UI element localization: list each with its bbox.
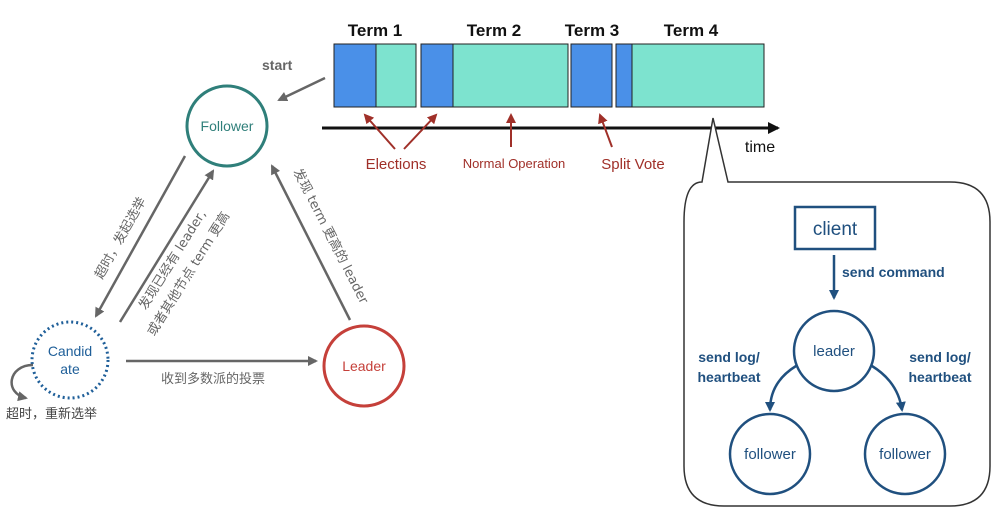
panel-follower-right-node [863, 412, 947, 496]
edge-majority-votes-label: 收到多数派的投票 [161, 371, 265, 387]
candidate-label-line2: ate [60, 361, 80, 377]
client-box [793, 205, 877, 251]
send-command-label: send command [842, 264, 945, 280]
send-log-left-line1: send log/ [698, 349, 760, 365]
term-2-label: Term 2 [467, 21, 522, 40]
edge-leader-to-follower [270, 164, 352, 321]
term-4-label: Term 4 [664, 21, 719, 40]
edge-timeout-start-election-label: 超时，发起选举 [91, 194, 149, 281]
panel-follower-left-label: follower [744, 446, 796, 463]
normal-operation-label: Normal Operation [463, 156, 566, 171]
send-log-left-line2: heartbeat [697, 369, 760, 385]
edge-higher-term-label: 发现 term 更高的 leader [290, 166, 372, 307]
start-arrow [277, 76, 326, 102]
panel-leader-label: leader [813, 343, 855, 360]
term-1-label: Term 1 [348, 21, 403, 40]
send-log-right-line2: heartbeat [908, 369, 971, 385]
edge-follower-to-candidate [94, 155, 187, 318]
elections-arrow-2 [403, 113, 438, 150]
elections-arrow-1 [363, 113, 396, 150]
panel-leader-node [792, 309, 876, 393]
client-label: client [813, 219, 858, 240]
edge-candidate-self-loop [10, 363, 34, 402]
leader-label: Leader [342, 358, 386, 374]
start-label: start [262, 57, 293, 73]
follower-label: Follower [201, 118, 254, 134]
follower-node: Follower [185, 84, 269, 168]
panel-follower-left-node [728, 412, 812, 496]
time-axis-label: time [745, 139, 775, 156]
term-4-normal-segment [631, 43, 765, 108]
term-2-normal-segment [452, 43, 569, 108]
term-2-election-segment [420, 43, 454, 108]
term-1-election-segment [333, 43, 377, 108]
edge-timeout-reelect-label: 超时，重新选举 [6, 406, 97, 422]
send-log-arrow-right [871, 364, 906, 412]
term-3-label: Term 3 [565, 21, 620, 40]
split-vote-label: Split Vote [601, 156, 664, 173]
send-log-arrow-left [765, 364, 797, 412]
send-log-right-line1: send log/ [909, 349, 971, 365]
term-1-normal-segment [375, 43, 417, 108]
state-machine: Follower Candid ate Leader start 超时，发起选举… [6, 57, 406, 422]
panel-follower-right-label: follower [879, 446, 931, 463]
candidate-node: Candid ate [30, 320, 110, 400]
term-4-election-segment [615, 43, 633, 108]
candidate-label-line1: Candid [48, 343, 92, 359]
term-timeline: Term 1 Term 2 Term 3 Term 4 time Electio… [322, 21, 780, 173]
leader-node: Leader [322, 324, 406, 408]
term-3-split-vote-segment [570, 43, 613, 108]
split-vote-arrow [598, 113, 613, 148]
edge-candidate-to-follower [118, 169, 215, 323]
detail-panel: client send command leader send log/ hea… [683, 117, 991, 507]
elections-label: Elections [366, 156, 427, 173]
